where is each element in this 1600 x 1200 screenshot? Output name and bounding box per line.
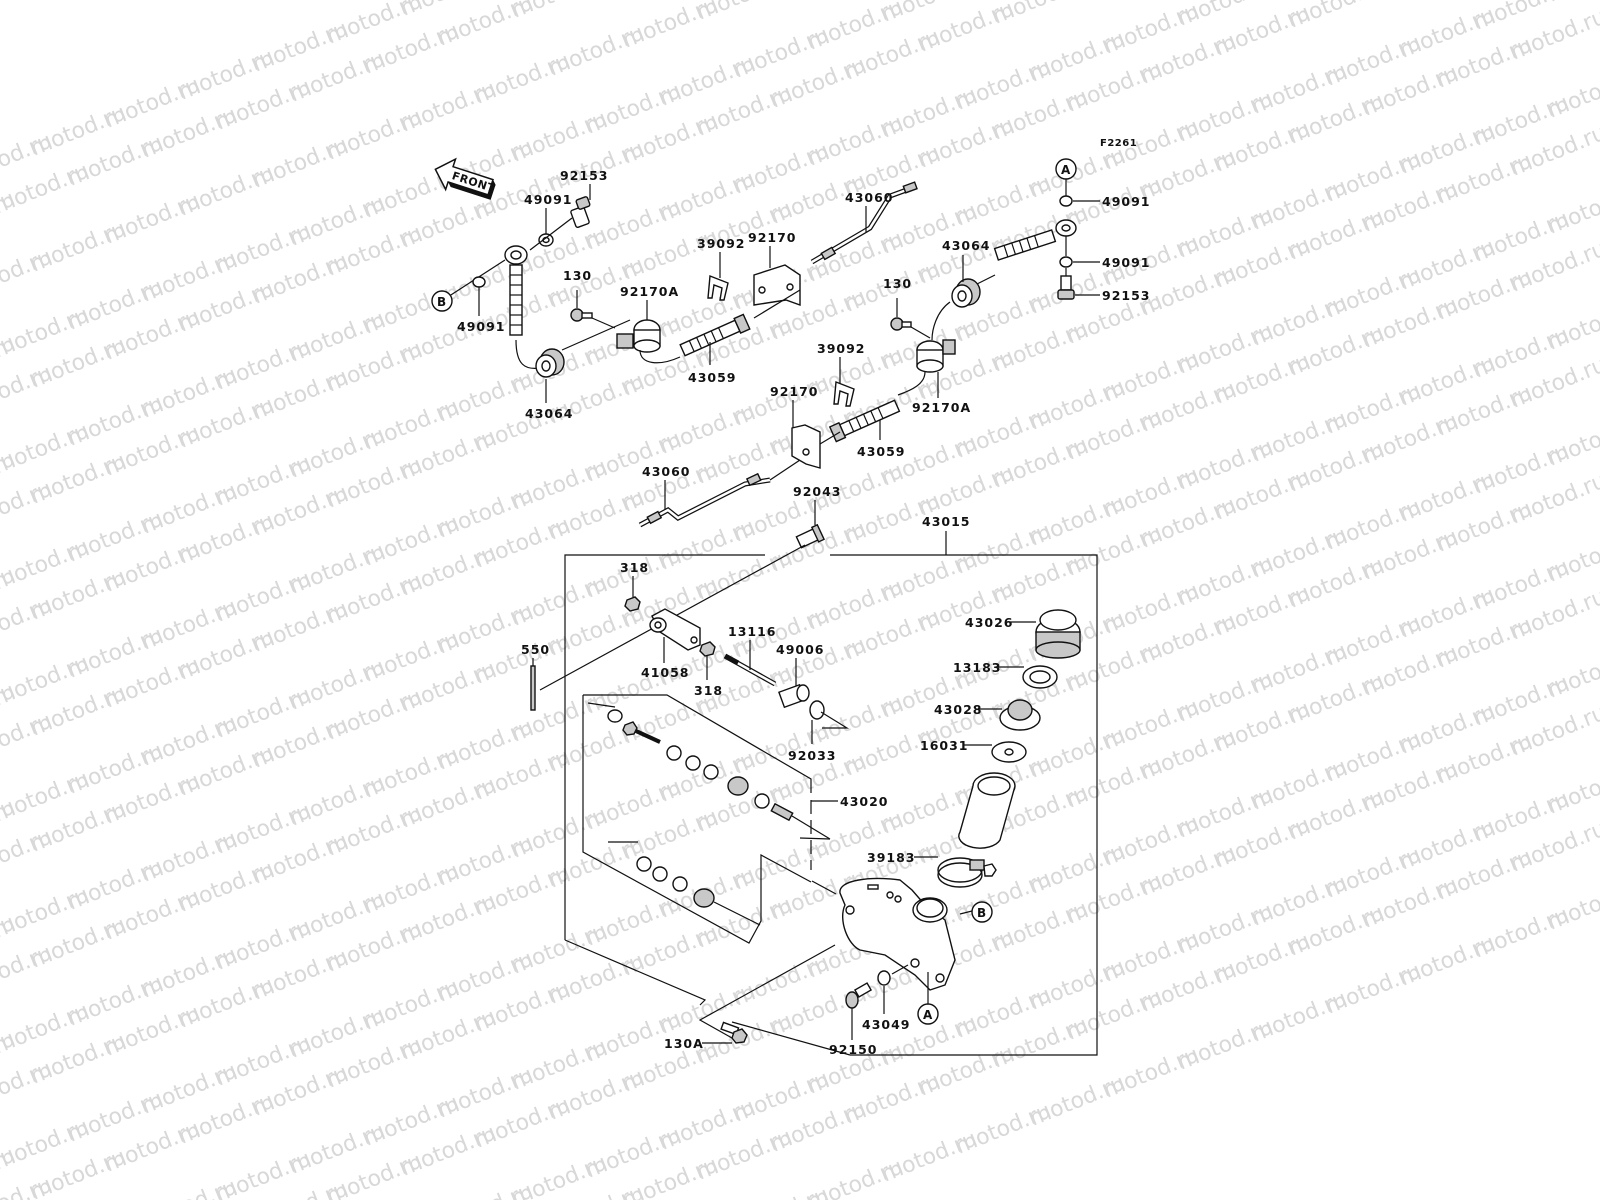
banjo-bolt-92153-top — [570, 196, 591, 228]
cable-end-43059-upper — [679, 313, 751, 357]
part-label-49091-right-bottom: 49091 — [1102, 255, 1151, 270]
cable-boot-left — [509, 264, 523, 336]
washer-43049 — [877, 970, 891, 986]
part-label-43060-lower: 43060 — [642, 464, 691, 479]
reservoir-body — [958, 772, 1016, 849]
bracket-92170-upper — [753, 264, 801, 306]
part-label-43049: 43049 — [862, 1017, 911, 1032]
clip-39092-lower — [833, 381, 855, 407]
washer-49091-right-top — [1059, 195, 1073, 207]
clip-39092-upper — [707, 275, 729, 301]
part-label-16031: 16031 — [920, 738, 969, 753]
part-label-92033: 92033 — [788, 748, 837, 763]
part-label-49091-right-top: 49091 — [1102, 194, 1151, 209]
part-label-550: 550 — [521, 642, 550, 657]
part-label-92170-upper: 92170 — [748, 230, 797, 245]
part-label-92150: 92150 — [829, 1042, 878, 1057]
cable-43060-upper — [810, 181, 918, 265]
part-label-43028: 43028 — [934, 702, 983, 717]
part-label-92170A-left: 92170A — [620, 284, 679, 299]
part-label-43015: 43015 — [922, 514, 971, 529]
cotter-pin-550 — [530, 665, 536, 711]
nut-318-top — [624, 596, 641, 612]
svg-text:B: B — [977, 906, 986, 920]
part-label-318-top: 318 — [620, 560, 649, 575]
bolt-92150 — [845, 982, 873, 1009]
cable-43060-lower — [638, 472, 771, 528]
part-label-92043: 92043 — [793, 484, 842, 499]
front-arrow-icon: FRONT — [434, 157, 497, 200]
part-label-92170A-right: 92170A — [912, 400, 971, 415]
washer-49091-left — [472, 276, 486, 288]
grommet-43064-right — [951, 278, 981, 308]
part-label-39092-lower: 39092 — [817, 341, 866, 356]
callout-a-lower — [917, 1003, 939, 1025]
bolt-130-left — [570, 308, 593, 322]
part-label-49006: 49006 — [776, 642, 825, 657]
part-label-13116: 13116 — [728, 624, 777, 639]
piston-kit-parts-upper — [587, 702, 831, 840]
part-label-43059-lower: 43059 — [857, 444, 906, 459]
clamp-92170A-left — [616, 319, 661, 353]
part-label-43060-upper: 43060 — [845, 190, 894, 205]
callout-b-left — [431, 290, 453, 312]
piston-kit-parts-lower — [608, 841, 761, 926]
clamp-92170A-right — [916, 339, 956, 373]
part-label-92170-lower: 92170 — [770, 384, 819, 399]
part-label-13183: 13183 — [953, 660, 1002, 675]
part-label-39183: 39183 — [867, 850, 916, 865]
svg-text:A: A — [1061, 163, 1071, 177]
reservoir-cap-43026 — [1035, 609, 1081, 659]
nut-318-bottom — [699, 641, 716, 657]
part-label-318-bottom: 318 — [694, 683, 723, 698]
svg-text:B: B — [437, 295, 446, 309]
part-label-43026: 43026 — [965, 615, 1014, 630]
pin-92043 — [795, 523, 825, 549]
part-label-49091-left: 49091 — [457, 319, 506, 334]
part-label-49091-top: 49091 — [524, 192, 573, 207]
grommet-43064-left — [535, 348, 565, 378]
figure-code: F2261 — [1100, 138, 1137, 149]
part-label-92153-top: 92153 — [560, 168, 609, 183]
bolt-130-right — [890, 317, 912, 331]
svg-text:A: A — [923, 1008, 933, 1022]
hose-clamp-39183 — [937, 857, 997, 888]
diaphragm-43028 — [999, 699, 1041, 731]
bracket-92170-lower — [791, 424, 821, 469]
dust-boot-49006 — [778, 683, 810, 709]
part-label-130-right: 130 — [883, 276, 912, 291]
master-cylinder-body — [839, 877, 956, 991]
assembly-box-43015 — [564, 554, 1098, 1056]
clevis-41058 — [649, 608, 701, 651]
part-label-92153-right: 92153 — [1102, 288, 1151, 303]
part-label-43059-upper: 43059 — [688, 370, 737, 385]
part-label-43020: 43020 — [840, 794, 889, 809]
part-label-43064-left: 43064 — [525, 406, 574, 421]
part-label-130A: 130A — [664, 1036, 704, 1051]
banjo-bolt-92153-right — [1057, 275, 1075, 300]
cable-end-43059-lower — [828, 399, 901, 443]
part-label-41058: 41058 — [641, 665, 690, 680]
part-label-43064-right: 43064 — [942, 238, 991, 253]
cable-boot-right — [993, 229, 1057, 261]
circlip-92033 — [809, 700, 825, 720]
part-label-130-left: 130 — [563, 268, 592, 283]
washer-49091-right-bottom — [1059, 256, 1073, 268]
part-label-39092-upper: 39092 — [697, 236, 746, 251]
callout-b-lower — [971, 901, 993, 923]
piston-kit-box-43020 — [582, 694, 812, 944]
